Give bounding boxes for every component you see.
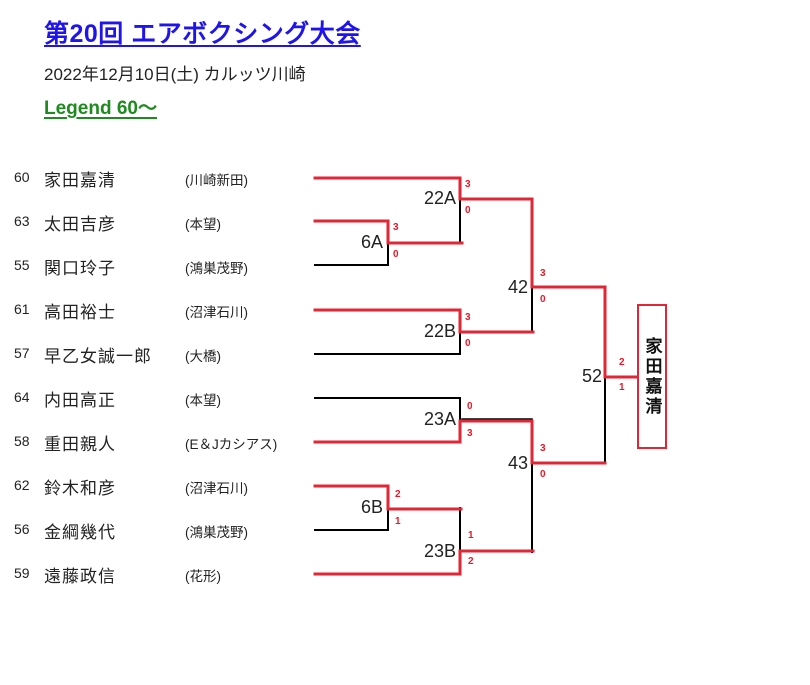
entrant-row: 58 重田親人 (E＆Jカシアス) xyxy=(0,430,300,454)
entrant-name: 家田嘉清 xyxy=(44,171,116,190)
entrant-seed: 61 xyxy=(14,301,30,317)
event-date-venue: 2022年12月10日(土) カルッツ川崎 xyxy=(44,65,306,84)
entrant-org: (本望) xyxy=(185,217,221,232)
match-label-22B: 22B xyxy=(423,321,456,341)
score-23A-bottom: 3 xyxy=(467,428,473,439)
score-43-top: 3 xyxy=(540,443,546,454)
entrant-seed: 63 xyxy=(14,213,30,229)
champion-box: 家田嘉清 xyxy=(637,304,667,449)
score-43-bottom: 0 xyxy=(540,469,546,480)
entrant-name: 金綱幾代 xyxy=(44,523,116,542)
entrant-row: 56 金綱幾代 (鴻巣茂野) xyxy=(0,518,300,542)
entrant-seed: 56 xyxy=(14,521,30,537)
match-label-6B: 6B xyxy=(360,497,383,517)
category-title[interactable]: Legend 60～ xyxy=(44,98,157,119)
match-label-23B: 23B xyxy=(423,541,456,561)
loser-paths xyxy=(314,198,606,553)
entrant-row: 61 高田裕士 (沼津石川) xyxy=(0,298,300,322)
entrant-row: 64 内田高正 (本望) xyxy=(0,386,300,410)
score-23B-bottom: 2 xyxy=(468,556,474,567)
match-label-43: 43 xyxy=(507,453,528,473)
score-23B-top: 1 xyxy=(468,530,474,541)
entrant-seed: 59 xyxy=(14,565,30,581)
entrant-seed: 64 xyxy=(14,389,30,405)
entrant-name: 高田裕士 xyxy=(44,303,116,322)
entrant-org: (本望) xyxy=(185,393,221,408)
score-6A-top: 3 xyxy=(393,222,399,233)
entrant-org: (鴻巣茂野) xyxy=(185,261,248,276)
entrant-name: 重田親人 xyxy=(44,435,116,454)
score-6A-bottom: 0 xyxy=(393,249,399,260)
tournament-title[interactable]: 第20回 エアボクシング大会 xyxy=(44,20,361,48)
score-22A-top: 3 xyxy=(465,179,471,190)
entrant-name: 早乙女誠一郎 xyxy=(44,347,152,366)
match-label-6A: 6A xyxy=(360,232,383,252)
entrant-name: 鈴木和彦 xyxy=(44,479,116,498)
entrant-seed: 60 xyxy=(14,169,30,185)
entrant-org: (川崎新田) xyxy=(185,173,248,188)
entrant-name: 遠藤政信 xyxy=(44,567,116,586)
score-42-top: 3 xyxy=(540,268,546,279)
winner-paths xyxy=(313,176,639,576)
entrant-row: 63 太田吉彦 (本望) xyxy=(0,210,300,234)
score-22A-bottom: 0 xyxy=(465,205,471,216)
match-label-52: 52 xyxy=(581,366,602,386)
entrant-org: (花形) xyxy=(185,569,221,584)
entrant-seed: 58 xyxy=(14,433,30,449)
match-label-23A: 23A xyxy=(423,409,456,429)
score-23A-top: 0 xyxy=(467,401,473,412)
entrant-seed: 62 xyxy=(14,477,30,493)
entrant-seed: 57 xyxy=(14,345,30,361)
score-22B-bottom: 0 xyxy=(465,338,471,349)
entrant-name: 関口玲子 xyxy=(44,259,116,278)
score-42-bottom: 0 xyxy=(540,294,546,305)
entrant-org: (沼津石川) xyxy=(185,305,248,320)
entrant-org: (大橋) xyxy=(185,349,221,364)
entrant-org: (沼津石川) xyxy=(185,481,248,496)
entrant-row: 57 早乙女誠一郎 (大橋) xyxy=(0,342,300,366)
score-6B-bottom: 1 xyxy=(395,516,401,527)
match-label-22A: 22A xyxy=(423,188,456,208)
score-6B-top: 2 xyxy=(395,489,401,500)
score-22B-top: 3 xyxy=(465,312,471,323)
entrant-row: 60 家田嘉清 (川崎新田) xyxy=(0,166,300,190)
score-52-bottom: 1 xyxy=(619,382,625,393)
entrant-org: (鴻巣茂野) xyxy=(185,525,248,540)
entrant-seed: 55 xyxy=(14,257,30,273)
entrant-name: 内田高正 xyxy=(44,391,116,410)
match-label-42: 42 xyxy=(507,277,528,297)
score-52-top: 2 xyxy=(619,357,625,368)
entrant-row: 59 遠藤政信 (花形) xyxy=(0,562,300,586)
entrant-row: 62 鈴木和彦 (沼津石川) xyxy=(0,474,300,498)
entrant-name: 太田吉彦 xyxy=(44,215,116,234)
entrant-row: 55 関口玲子 (鴻巣茂野) xyxy=(0,254,300,278)
entrant-org: (E＆Jカシアス) xyxy=(185,437,278,452)
champion-name: 家田嘉清 xyxy=(642,336,662,417)
